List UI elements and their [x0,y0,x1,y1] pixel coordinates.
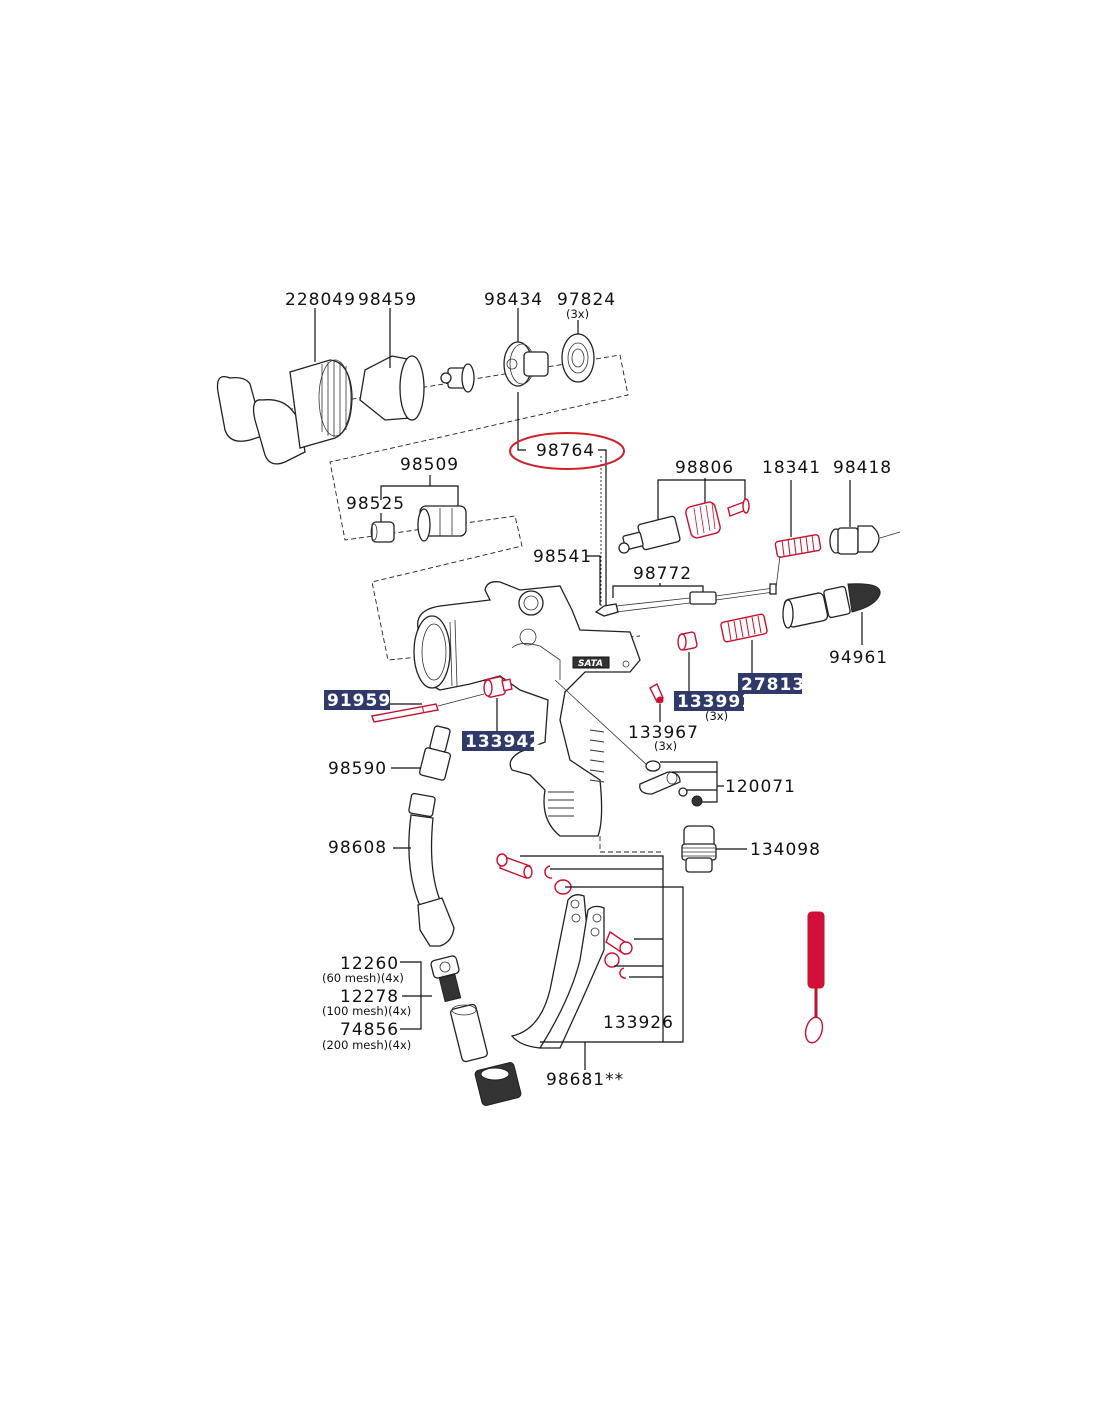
label-98509: 98509 [400,455,459,475]
trigger-axis-line [599,836,664,853]
part-98806-knob[interactable] [685,501,722,539]
label-133991: 133991 [677,692,754,712]
filter-housing[interactable] [450,1003,488,1063]
highlight-133991 [674,691,744,711]
highlight-91959 [324,690,390,710]
gun-body[interactable]: SATA [413,581,641,837]
label-12278: 12278 [340,987,399,1007]
part-98806-body[interactable] [618,515,681,554]
label-98459: 98459 [358,290,417,310]
part-98509[interactable] [417,505,467,542]
label-133967: 133967 [628,723,699,743]
note-12260: (60 mesh)(4x) [322,971,404,985]
leader-98806 [657,478,746,520]
e-clip-upper[interactable] [544,865,553,879]
cleaning-brush[interactable] [803,911,825,1045]
label-94961: 94961 [829,648,888,668]
part-133942[interactable] [483,676,513,698]
label-98772: 98772 [633,564,692,584]
label-97824: 97824 [557,290,616,310]
part-98418[interactable] [829,525,901,555]
spring-18341[interactable] [774,534,822,558]
label-120071: 120071 [725,777,796,797]
highlight-27813 [738,673,802,694]
label-98608: 98608 [328,838,387,858]
note-74856: (200 mesh)(4x) [322,1038,411,1052]
pin-91959-axis [437,693,485,707]
brand-plate-text: SATA [578,659,603,669]
part-94961[interactable] [782,583,881,629]
part-98459[interactable] [359,355,425,421]
part-98806-pin[interactable] [727,498,750,517]
label-228049: 228049 [285,290,356,310]
pin-91959[interactable] [371,703,439,723]
label-98764: 98764 [536,441,595,461]
nozzle-piece [440,363,475,393]
highlight-133942 [462,731,534,751]
label-98525: 98525 [346,494,405,514]
leader-98509 [380,475,459,510]
label-133926: 133926 [603,1013,674,1033]
leader-98681 [540,886,684,1070]
part-133967[interactable] [649,683,664,704]
filter-nut[interactable] [474,1062,522,1107]
hose-98608[interactable] [408,792,455,947]
trigger-pin-upper[interactable] [496,853,533,879]
leader-120071 [660,761,724,803]
trigger-98681[interactable] [510,894,605,1049]
part-98434[interactable] [503,341,549,387]
pin-axis-line [554,679,649,767]
label-91959: 91959 [327,691,391,711]
leader-98764 [517,392,526,451]
air-cap-228049[interactable] [216,359,353,465]
label-134098: 134098 [750,840,821,860]
part-133991[interactable] [677,631,698,651]
note-12278: (100 mesh)(4x) [322,1004,411,1018]
spring-to-needle-line [775,555,781,589]
qty-133991: (3x) [705,709,728,723]
filter-12260[interactable] [430,955,462,1003]
label-98541: 98541 [533,547,592,567]
label-98434: 98434 [484,290,543,310]
label-133942: 133942 [465,732,542,752]
label-74856: 74856 [340,1020,399,1040]
leader-133926 [520,855,664,1042]
part-97824[interactable] [561,333,595,383]
washer-lower[interactable] [604,952,620,968]
leader-filters [400,961,432,1030]
label-98681: 98681** [546,1070,624,1090]
top-axis-line [224,354,641,661]
label-98418: 98418 [833,458,892,478]
part-120071[interactable] [639,760,703,807]
qty-97824: (3x) [566,307,589,321]
fitting-98590[interactable] [418,725,452,781]
leader-98764-down [598,449,607,612]
label-18341: 18341 [762,458,821,478]
part-98525[interactable] [370,521,395,543]
qty-133967: (3x) [654,739,677,753]
label-98590: 98590 [328,759,387,779]
trigger-pin-lower[interactable] [605,930,633,956]
fitting-134098[interactable] [681,825,717,873]
needle-98772[interactable] [594,583,777,617]
label-12260: 12260 [340,954,399,974]
highlight-circle-98764 [509,432,625,470]
brand-plate [572,656,610,669]
e-clip-lower[interactable] [619,967,627,979]
spring-27813[interactable] [720,613,768,643]
leader-98541 [586,555,601,605]
label-27813: 27813 [741,675,805,695]
label-98806: 98806 [675,458,734,478]
